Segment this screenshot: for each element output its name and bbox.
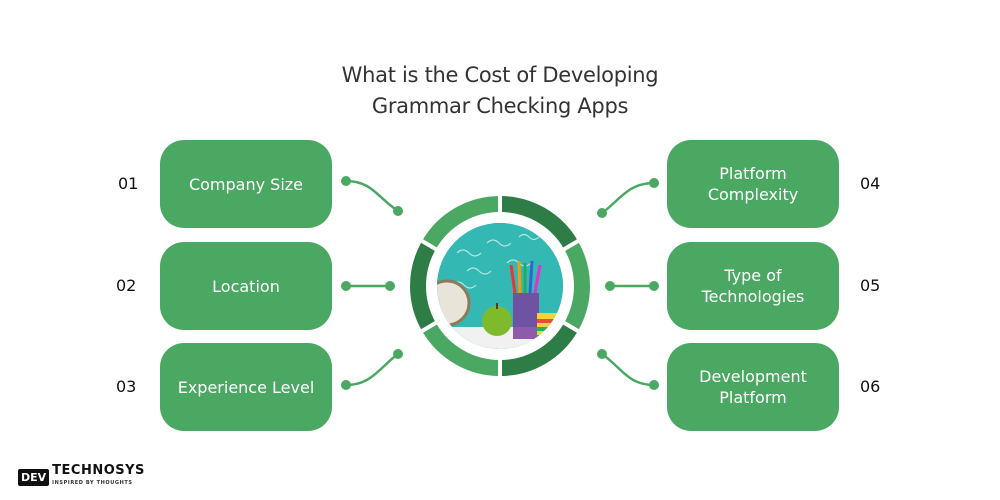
factor-card-type-of-technologies: Type of Technologies [667,242,839,330]
page-title: What is the Cost of Developing Grammar C… [0,60,1000,122]
logo-dev-mark: DEV [18,468,50,486]
factor-number-03: 03 [116,377,137,396]
hub-ring [410,196,590,376]
factor-label: Development Platform [699,367,807,407]
title-line-2: Grammar Checking Apps [371,94,629,118]
factor-number-06: 06 [860,377,881,396]
logo-wordmark: TECHNOSYS INSPIRED BY THOUGHTS [52,463,145,489]
factor-number-04: 04 [860,174,881,193]
title-line-1: What is the Cost of Developing [341,63,659,87]
factor-card-development-platform: Development Platform [667,343,839,431]
factor-card-platform-complexity: Platform Complexity [667,140,839,228]
factor-number-02: 02 [116,276,137,295]
factor-card-location: Location [160,242,332,330]
brand-logo: DEV TECHNOSYS INSPIRED BY THOUGHTS [18,463,145,489]
factor-label: Platform Complexity [707,164,799,204]
factor-card-experience-level: Experience Level [160,343,332,431]
logo-name: TECHNOSYS [52,463,145,478]
factor-card-company-size: Company Size [160,140,332,228]
factor-number-05: 05 [860,276,881,295]
hub-image [437,223,563,349]
factor-number-01: 01 [118,174,139,193]
logo-tagline: INSPIRED BY THOUGHTS [52,480,133,486]
factor-label: Experience Level [177,377,315,397]
factor-label: Company Size [188,174,304,194]
factor-label: Type of Technologies [701,266,805,306]
factor-label: Location [212,276,280,296]
